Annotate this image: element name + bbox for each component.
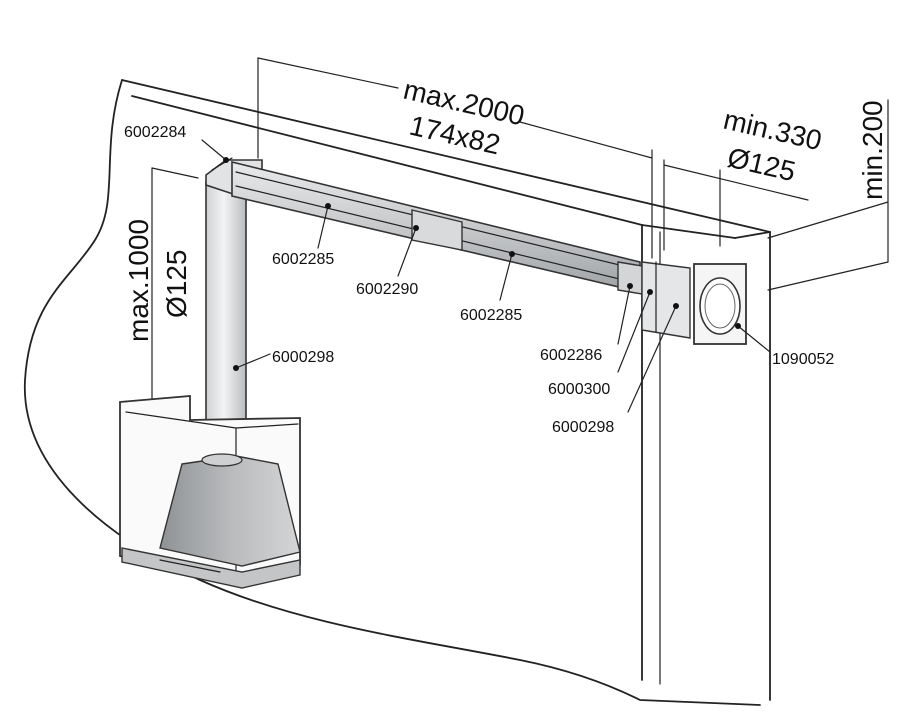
part-label-6002286: 6002286 bbox=[540, 347, 602, 364]
part-label-6002290: 6002290 bbox=[356, 281, 418, 298]
vertical-diameter-label: Ø125 bbox=[161, 250, 192, 319]
part-label-6000298-right: 6000298 bbox=[552, 419, 614, 436]
wall-grille-1090052 bbox=[693, 263, 747, 345]
part-label-6002284: 6002284 bbox=[124, 124, 186, 141]
part-label-6000298-left: 6000298 bbox=[272, 349, 334, 366]
leader-lines bbox=[201, 139, 771, 413]
part-labels: 6002284 6002285 6002290 6002285 6002286 … bbox=[124, 124, 834, 436]
cooker-hood bbox=[119, 395, 301, 589]
room-outline bbox=[24, 79, 771, 706]
wall-passage bbox=[641, 261, 691, 339]
ceiling-gap-label: min.200 bbox=[857, 100, 888, 200]
vertical-length-label: max.1000 bbox=[123, 219, 154, 342]
part-label-1090052: 1090052 bbox=[772, 351, 834, 368]
horizontal-duct bbox=[231, 160, 643, 295]
part-label-6000300: 6000300 bbox=[548, 381, 610, 398]
part-label-6002285-left: 6002285 bbox=[272, 251, 334, 268]
part-label-6002285-right: 6002285 bbox=[460, 307, 522, 324]
vertical-pipe bbox=[205, 181, 247, 466]
